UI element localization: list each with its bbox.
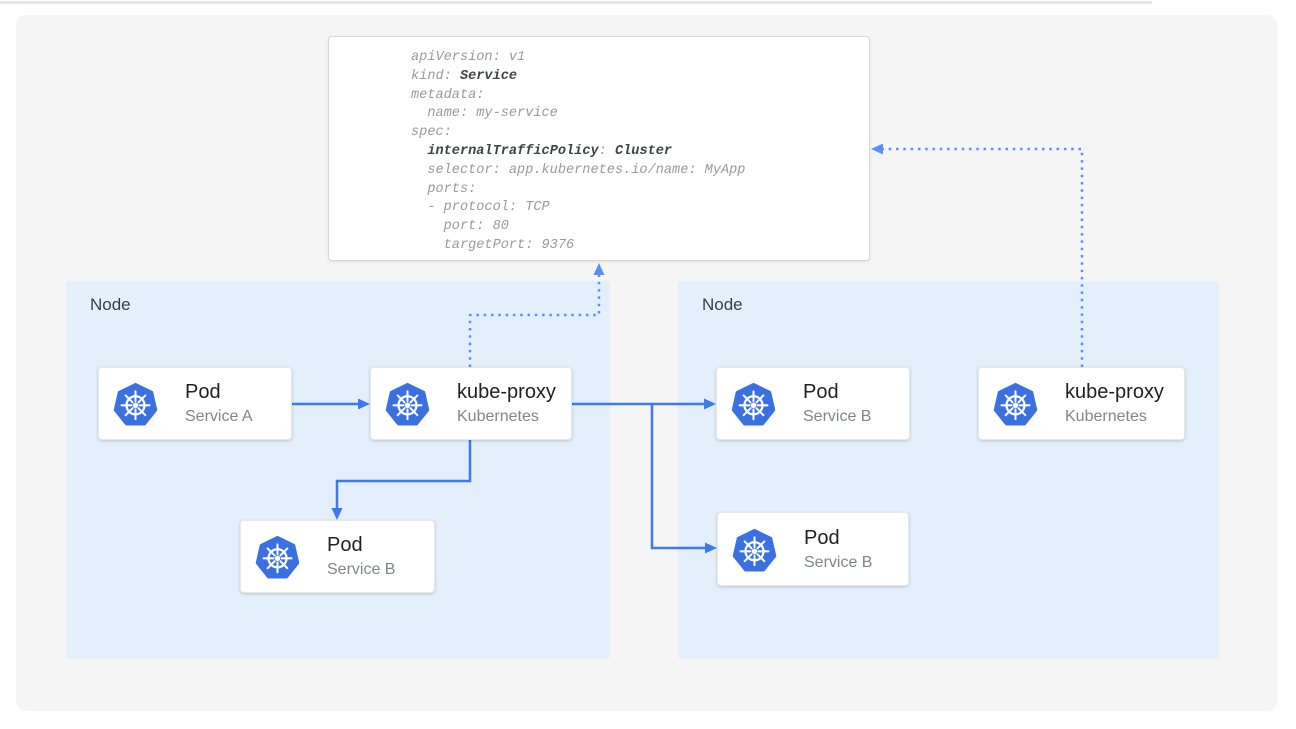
node-box-right: Node [678,281,1219,659]
node-box-left: Node [66,281,610,659]
card-subtitle: Service B [327,561,396,578]
kube-proxy-card-left: kube-proxy Kubernetes [370,367,572,440]
yaml-code-line: spec: [411,125,452,141]
card-subtitle: Service A [185,408,253,425]
pod-card-service-a: Pod Service A [98,367,292,440]
card-subtitle: Kubernetes [457,408,539,425]
yaml-code-line: kind: Service [411,68,518,84]
card-title: Pod [804,526,840,549]
kubernetes-icon [732,527,777,572]
yaml-code-line: - protocol: TCP [411,200,550,216]
node-label: Node [90,295,131,314]
kubernetes-icon [993,381,1038,426]
card-title: kube-proxy [457,381,556,403]
kubernetes-icon [255,534,300,579]
card-text: Pod Service B [803,380,871,427]
card-subtitle: Service B [804,553,873,571]
service-yaml-code-block: apiVersion: v1 kind: Service metadata: nam… [328,36,870,261]
card-title: Pod [327,534,363,556]
card-text: kube-proxy Kubernetes [1065,380,1164,427]
yaml-code-line: internalTrafficPolicy: Cluster [427,143,673,159]
yaml-code-line: targetPort: 9376 [411,237,575,253]
yaml-code-line: ports: [411,181,477,197]
card-subtitle: Service B [803,408,872,425]
yaml-code-line: name: my-service [411,106,558,122]
card-text: Pod Service B [327,533,395,580]
kubernetes-icon [731,381,776,426]
card-title: Pod [803,381,839,403]
card-text: kube-proxy Kubernetes [457,380,556,427]
yaml-code-line: metadata: [411,87,485,103]
yaml-code-line: selector: app.kubernetes.io/name: MyApp [411,162,746,178]
pod-card-service-b-left: Pod Service B [240,520,435,593]
card-subtitle: Kubernetes [1065,408,1147,425]
node-label: Node [702,295,743,314]
kubernetes-icon [385,381,430,426]
card-title: kube-proxy [1065,381,1164,403]
pod-card-service-b-right-bottom: Pod Service B [717,512,909,586]
card-title: Pod [185,381,221,403]
card-text: Pod Service A [185,380,253,427]
yaml-code-line: port: 80 [411,219,509,235]
kube-proxy-card-right: kube-proxy Kubernetes [978,367,1185,440]
yaml-code-line: apiVersion: v1 [411,50,526,65]
kubernetes-icon [113,381,158,426]
card-text: Pod Service B [804,526,872,573]
top-divider [0,1,1152,4]
pod-card-service-b-right-top: Pod Service B [716,367,910,440]
